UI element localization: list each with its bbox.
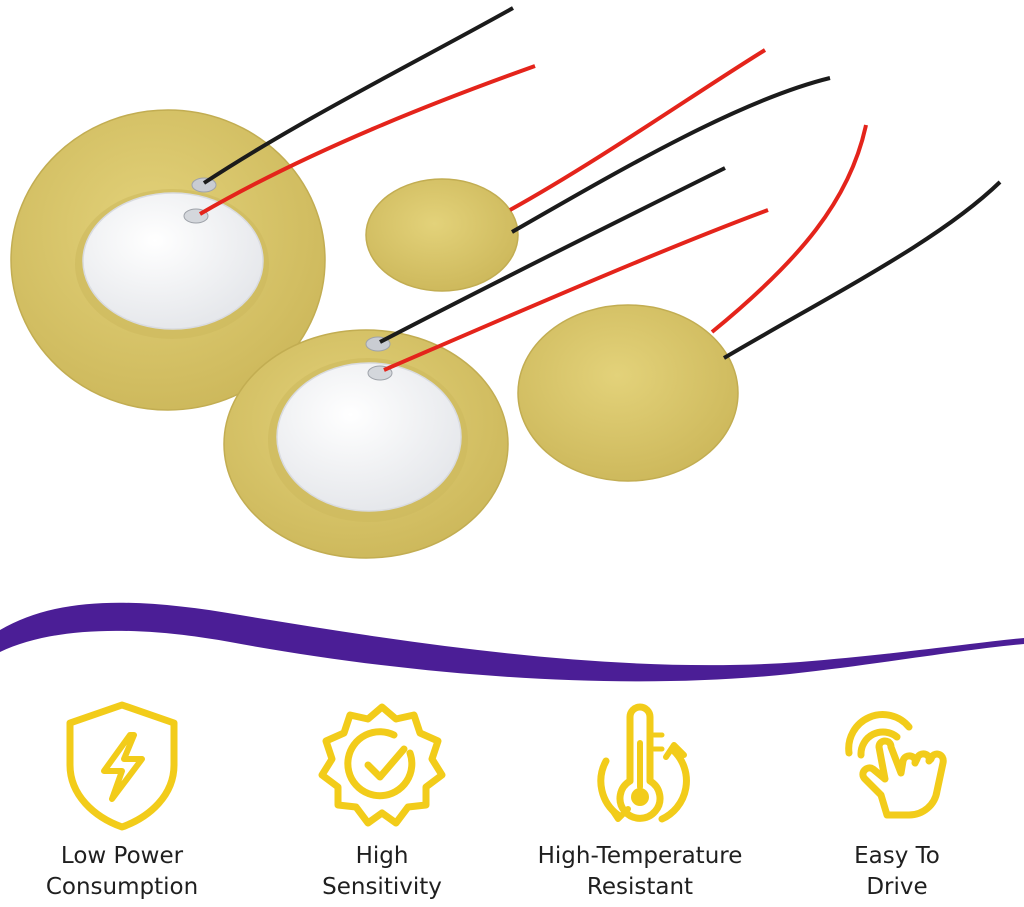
wire-black xyxy=(722,180,1002,360)
wire-red xyxy=(198,64,536,216)
wire-black xyxy=(379,166,726,344)
feature-easy-to-drive: Easy To Drive xyxy=(767,695,1024,907)
piezo-disc-large-ceramic-1 xyxy=(10,109,326,411)
feature-label: Low Power Consumption xyxy=(45,843,199,900)
piezo-disc-small-plain-1 xyxy=(365,178,519,292)
feature-high-sensitivity: High Sensitivity xyxy=(252,695,512,907)
piezo-disc-medium-plain-2 xyxy=(517,304,739,482)
wire-black xyxy=(202,6,514,185)
feature-label: High-Temperature Resistant xyxy=(537,843,743,900)
feature-label: High Sensitivity xyxy=(322,843,442,900)
piezo-disc-large-ceramic-2 xyxy=(223,329,509,559)
wave-divider xyxy=(0,602,1024,682)
wire-red xyxy=(710,124,868,334)
wire-red xyxy=(383,208,769,372)
hand-tap-icon xyxy=(845,711,947,819)
badge-check-icon xyxy=(318,703,446,827)
feature-list: Low Power Consumption High Sensitivity xyxy=(0,695,1024,907)
thermometer-cycle-icon xyxy=(597,703,690,823)
shield-lightning-icon xyxy=(66,701,178,831)
product-photo xyxy=(10,6,1002,559)
feature-label: Easy To Drive xyxy=(854,843,940,900)
wire-red xyxy=(509,48,767,212)
feature-high-temperature: High-Temperature Resistant xyxy=(510,695,770,907)
feature-low-power: Low Power Consumption xyxy=(0,695,252,907)
wire-black xyxy=(511,76,831,234)
